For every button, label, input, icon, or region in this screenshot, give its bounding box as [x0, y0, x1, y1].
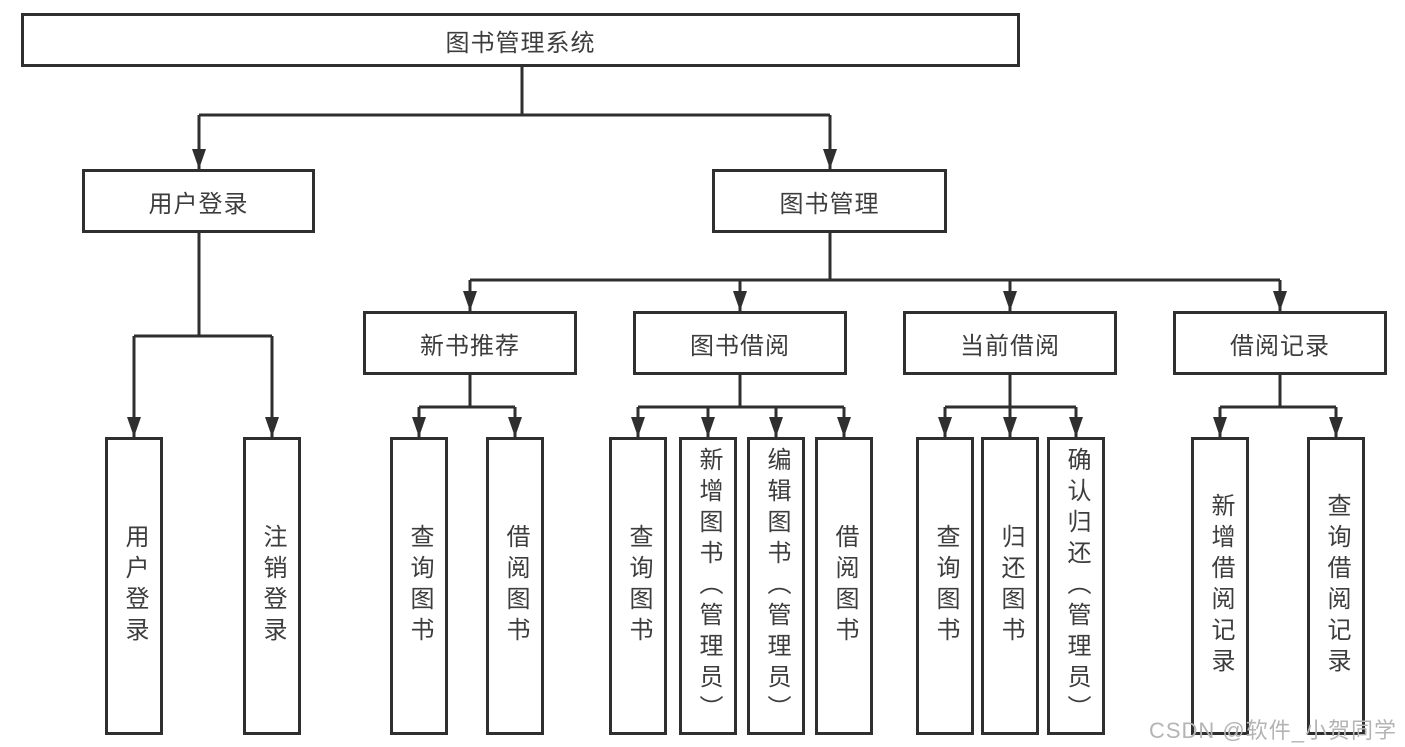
leaf-label: 借阅图书: [502, 524, 529, 648]
watermark: CSDN @软件_小贺同学: [1148, 718, 1397, 743]
leaf-label: 查询图书: [932, 524, 959, 648]
leaf-return-books: 归还图书: [981, 437, 1039, 735]
leaf-label: 注销登录: [259, 524, 286, 648]
leaf-user-login: 用户登录: [105, 437, 163, 735]
leaf-label: 借阅图书: [831, 524, 858, 648]
node-user-login: 用户登录: [82, 169, 315, 233]
node-label: 借阅记录: [1230, 332, 1330, 360]
node-new-book-recommend: 新书推荐: [363, 311, 577, 375]
leaf-label: 归还图书: [997, 524, 1024, 648]
node-label: 图书借阅: [690, 332, 790, 360]
node-label: 用户登录: [148, 190, 249, 218]
node-current-borrow: 当前借阅: [903, 311, 1117, 375]
leaf-label: 编辑图书（管理员）: [763, 446, 790, 726]
leaf-query-books-borrow: 查询图书: [609, 437, 667, 735]
node-label: 图书管理系统: [445, 29, 596, 57]
leaf-label: 查询图书: [625, 524, 652, 648]
node-book-management: 图书管理: [712, 169, 947, 233]
node-label: 新书推荐: [420, 332, 520, 360]
leaf-label: 查询借阅记录: [1323, 493, 1350, 679]
leaf-label: 用户登录: [121, 524, 148, 648]
leaf-query-borrow-record: 查询借阅记录: [1307, 437, 1365, 735]
leaf-borrow-books: 借阅图书: [815, 437, 873, 735]
node-label: 图书管理: [779, 190, 880, 218]
leaf-label: 确认归还（管理员）: [1063, 446, 1090, 726]
node-label: 当前借阅: [960, 332, 1060, 360]
leaf-add-borrow-record: 新增借阅记录: [1191, 437, 1249, 735]
leaf-edit-books-admin: 编辑图书（管理员）: [747, 437, 805, 735]
leaf-label: 查询图书: [406, 524, 433, 648]
leaf-confirm-return-admin: 确认归还（管理员）: [1047, 437, 1105, 735]
node-book-borrow: 图书借阅: [633, 311, 847, 375]
leaf-borrow-books-recommend: 借阅图书: [486, 437, 544, 735]
leaf-query-books-current: 查询图书: [916, 437, 974, 735]
leaf-label: 新增图书（管理员）: [695, 446, 722, 726]
leaf-logout: 注销登录: [243, 437, 301, 735]
leaf-label: 新增借阅记录: [1207, 493, 1234, 679]
leaf-add-books-admin: 新增图书（管理员）: [679, 437, 737, 735]
node-borrow-records: 借阅记录: [1173, 311, 1387, 375]
node-book-management-system: 图书管理系统: [21, 13, 1020, 67]
leaf-query-books-recommend: 查询图书: [390, 437, 448, 735]
